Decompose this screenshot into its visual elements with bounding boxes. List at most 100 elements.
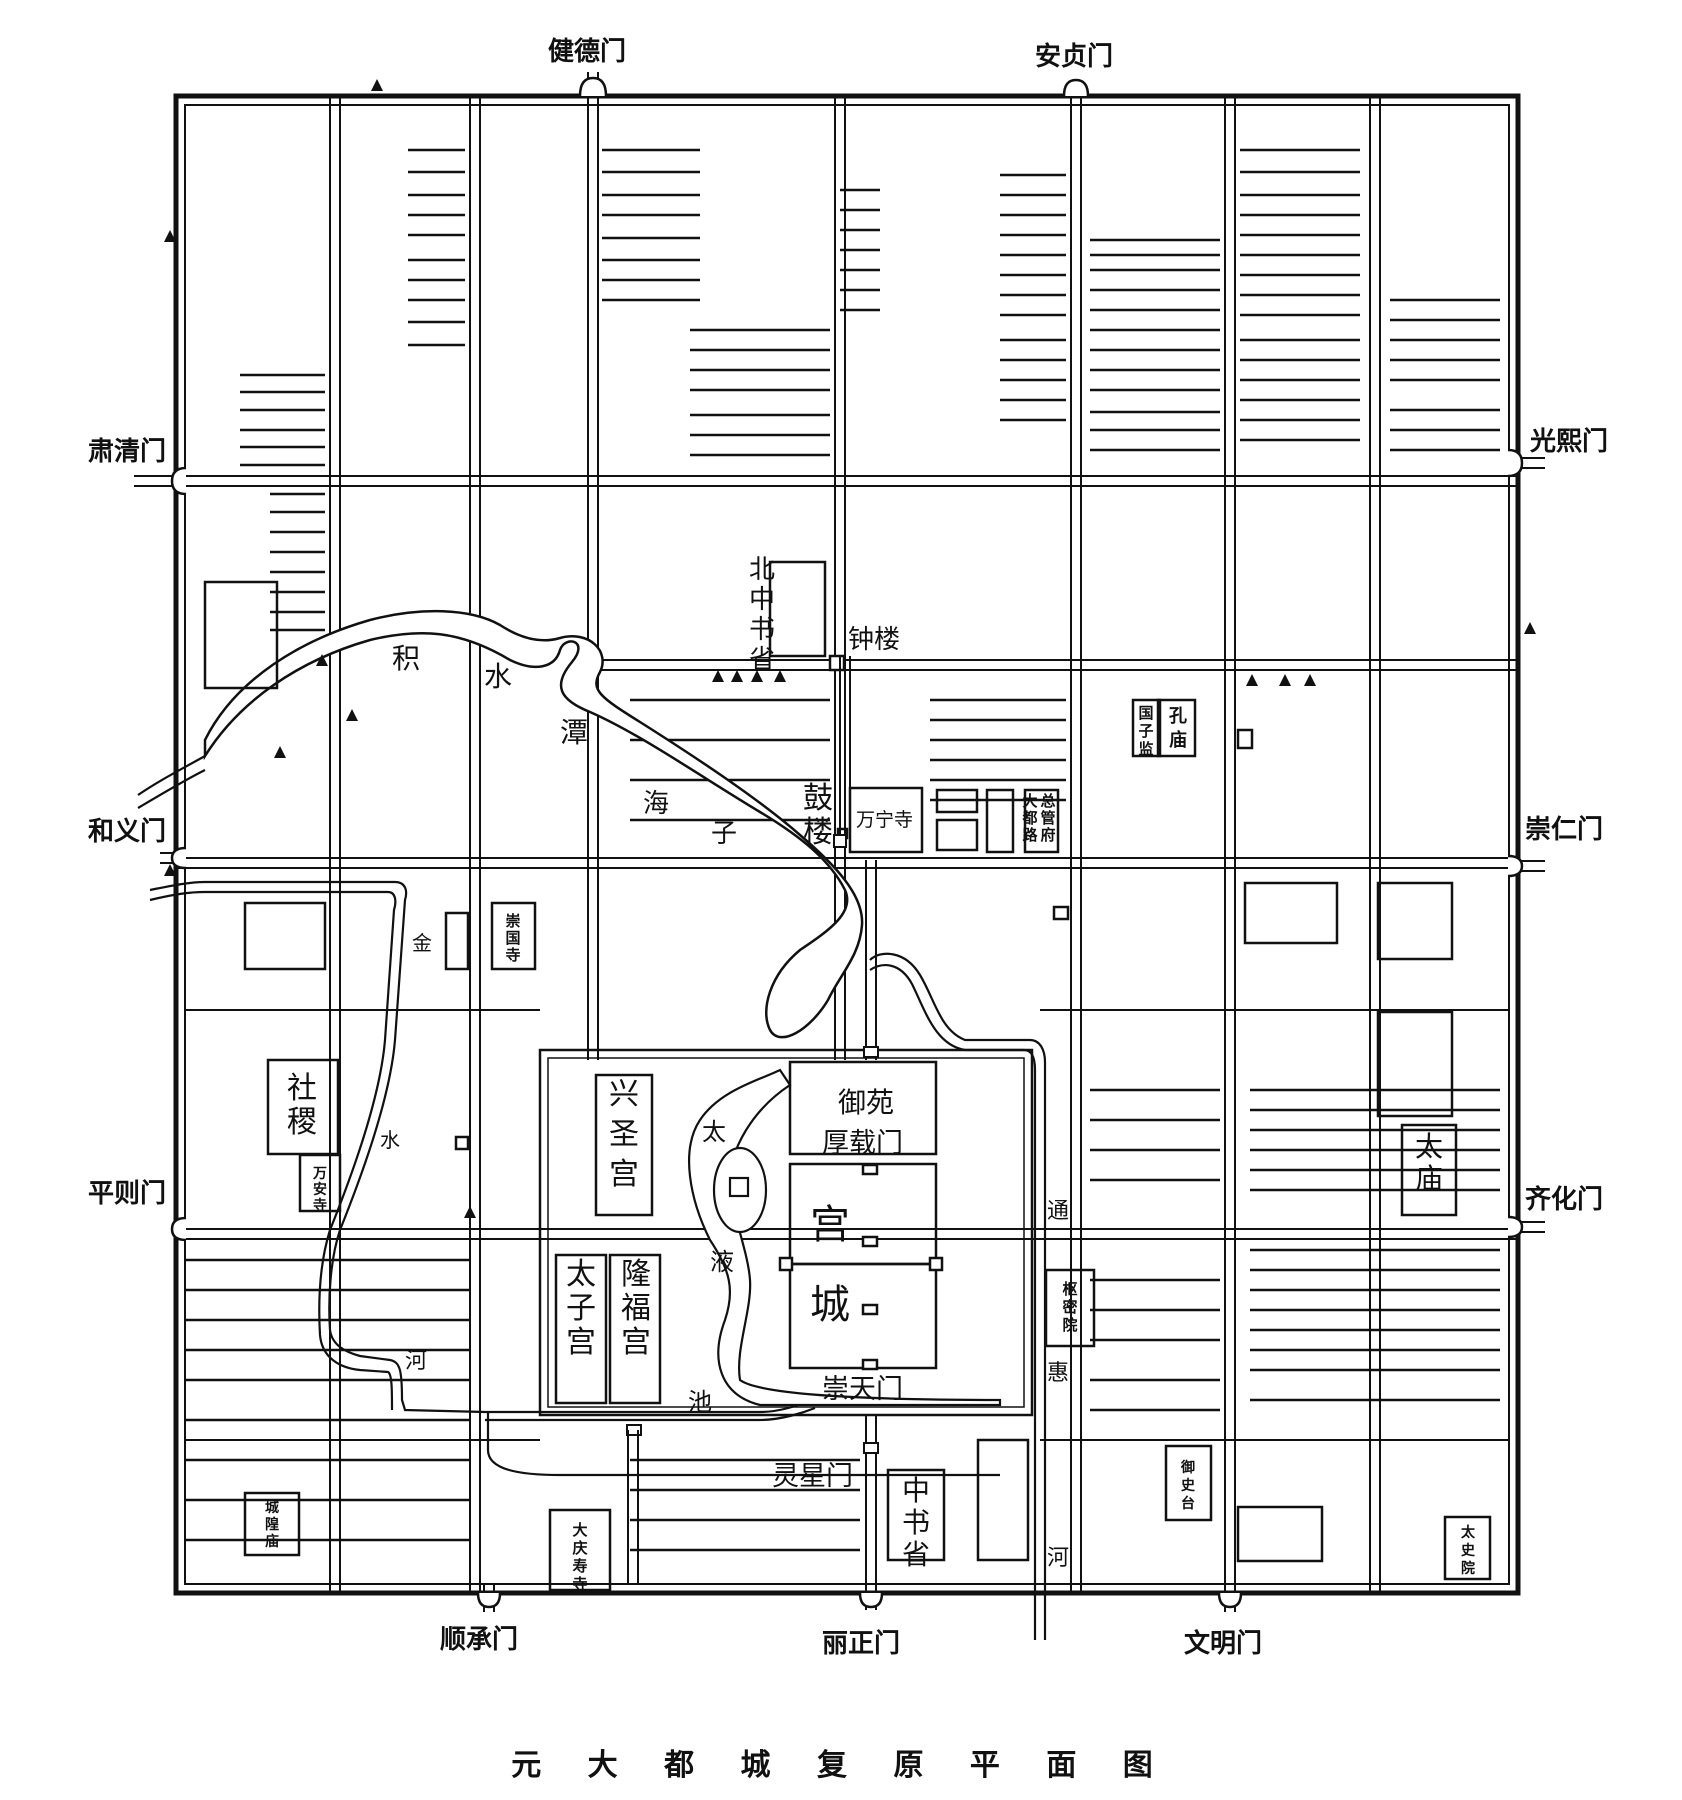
label-shenglian-text: 崇国寺 [505, 912, 520, 964]
label-dadu: 大都路 [1021, 792, 1038, 844]
xingsheng-palace [594, 1073, 654, 1217]
label-sheji: 社稷 [287, 1071, 317, 1140]
label-tonghui-char: 河 [1047, 1546, 1069, 1571]
west-palaces [554, 1073, 662, 1405]
label-kongmiao: 孔庙 [1169, 706, 1187, 751]
label-chenghuang-text: 城隍庙 [265, 1499, 279, 1550]
block-nw [203, 580, 279, 690]
label-longfu-text: 隆福宫 [621, 1257, 651, 1360]
label-daqing-text: 大庆寿寺 [572, 1521, 587, 1593]
daqing-temple [548, 1508, 612, 1592]
gate-mark-jiande [578, 76, 608, 97]
label-shumi: 枢密院 [1062, 1280, 1077, 1334]
label-jinshui-char: 水 [380, 1128, 400, 1152]
city-buildings [203, 560, 1492, 1592]
gate-mark-heyi [170, 846, 187, 870]
taishi-yuan [1443, 1515, 1492, 1581]
building-labels: 钟楼 万宁寺 御苑 [838, 625, 913, 1119]
gate-label-wenming: 文明门 [1184, 1628, 1262, 1659]
gate-mark-qihua [1507, 1215, 1524, 1239]
label-zhonglou: 钟楼 [848, 625, 900, 655]
label-north-zhongshu: 北中书省 [749, 555, 775, 675]
gate-mark-chongren [1507, 854, 1524, 878]
label-taiyechi: 太液池 [688, 1118, 734, 1416]
label-wanan-text: 万安寺 [312, 1166, 327, 1214]
street-grid [176, 96, 1518, 1593]
map-title: 元 大 都 城 复 原 平 面 图 [511, 1748, 1171, 1783]
label-yushi-text: 御史台 [1180, 1459, 1196, 1512]
gate-barbicans [170, 76, 1524, 1609]
yuyuan-garden [788, 1060, 938, 1156]
jinshui-river [137, 755, 1000, 1477]
chongguo-temple [490, 901, 537, 971]
taizi-palace [554, 1253, 608, 1405]
label-daqing: 大庆寿寺 [572, 1521, 587, 1593]
gate-label-shuncheng: 顺承门 [440, 1625, 518, 1655]
label-haizi-char: 子 [711, 819, 737, 849]
label-taishi: 太史院 [1461, 1524, 1476, 1577]
label-taiyechi-char: 液 [710, 1248, 734, 1276]
north-zhongshu-building [768, 560, 827, 658]
label-zhongshu-text: 中书省 [902, 1474, 930, 1571]
label-north-zhongshu-text: 北中书省 [749, 555, 775, 675]
tonghui-river [869, 952, 1047, 1640]
label-chenghuang: 城隍庙 [265, 1499, 279, 1550]
label-xingsheng-text: 兴圣宫 [609, 1077, 639, 1192]
gate-mark-suqing [170, 466, 187, 496]
drum-tower-axis [626, 656, 879, 1593]
gate-label-suqing: 肃清门 [88, 437, 166, 467]
label-guozijian: 国子监 [1138, 704, 1153, 758]
label-gulou: 鼓楼 [803, 781, 833, 850]
label-sheji-text: 社稷 [287, 1071, 317, 1140]
label-gongcheng-text: 宫城 [810, 1202, 850, 1328]
gate-mark-guangxi [1507, 448, 1524, 478]
gate-mark-anzhen [1062, 78, 1090, 97]
label-zhongshu: 中书省 [902, 1474, 930, 1571]
label-tonghui-char: 惠 [1047, 1361, 1069, 1386]
label-taishi-text: 太史院 [1461, 1524, 1476, 1577]
label-taizi-text: 太子宫 [566, 1257, 596, 1360]
gate-labels: 健德门 安贞门 肃清门 光熙门 和义门 崇仁门 平则门 齐化门 顺承门 丽正门 … [88, 37, 1608, 1659]
label-haizi: 海子 [643, 789, 737, 849]
label-xingsheng: 兴圣宫 [609, 1077, 639, 1192]
gate-label-lingxing: 灵星门 [772, 1461, 853, 1492]
taimiao-temple [1400, 1123, 1458, 1217]
label-jinshui: 金水 [380, 931, 432, 1152]
taiye-pool [688, 1068, 1002, 1407]
jishuitan-lake [203, 609, 864, 1039]
gate-mark-pingze [170, 1216, 187, 1242]
label-dadu-text: 大都路 [1021, 792, 1038, 844]
label-jishuitan: 积水潭 [392, 642, 588, 749]
guozijian-kongmiao [1131, 698, 1197, 758]
shumi-yuan [1044, 1268, 1096, 1348]
label-shumi-text: 枢密院 [1062, 1280, 1077, 1334]
wanan-temple [298, 1153, 342, 1213]
temple-markers [164, 79, 1536, 1218]
zhonglou-building [828, 654, 846, 672]
city-wall [173, 93, 1521, 1596]
label-yushi: 御史台 [1180, 1459, 1196, 1512]
gate-label-anzhen: 安贞门 [1035, 42, 1113, 72]
label-haizi-char: 海 [643, 789, 669, 819]
gate-label-heyi: 和义门 [88, 817, 166, 847]
yushi-tai [1164, 1444, 1213, 1522]
inner-gate-labels: 厚载门 崇天门 灵星门 [772, 1128, 903, 1492]
label-taimiao: 太庙 [1415, 1130, 1443, 1195]
label-tonghui: 通惠河 [1047, 1199, 1069, 1571]
label-taiyechi-char: 池 [688, 1388, 712, 1416]
gate-label-chongtian: 崇天门 [822, 1374, 903, 1405]
label-wanning: 万宁寺 [856, 809, 913, 831]
palace-city [778, 1060, 944, 1371]
label-tonghui-char: 通 [1047, 1199, 1069, 1224]
label-jishuitan-char: 积 [392, 642, 420, 675]
dadu-lu [1023, 788, 1060, 854]
label-shenglian: 崇国寺 [505, 912, 520, 964]
label-jinshui-char: 金 [412, 931, 432, 955]
label-yuyuan: 御苑 [838, 1086, 894, 1119]
label-zongguan-text: 总管府 [1040, 792, 1055, 844]
gate-label-jiande: 健德门 [548, 37, 626, 67]
label-taiyechi-char: 太 [702, 1118, 726, 1146]
label-jishuitan-char: 水 [484, 660, 512, 693]
